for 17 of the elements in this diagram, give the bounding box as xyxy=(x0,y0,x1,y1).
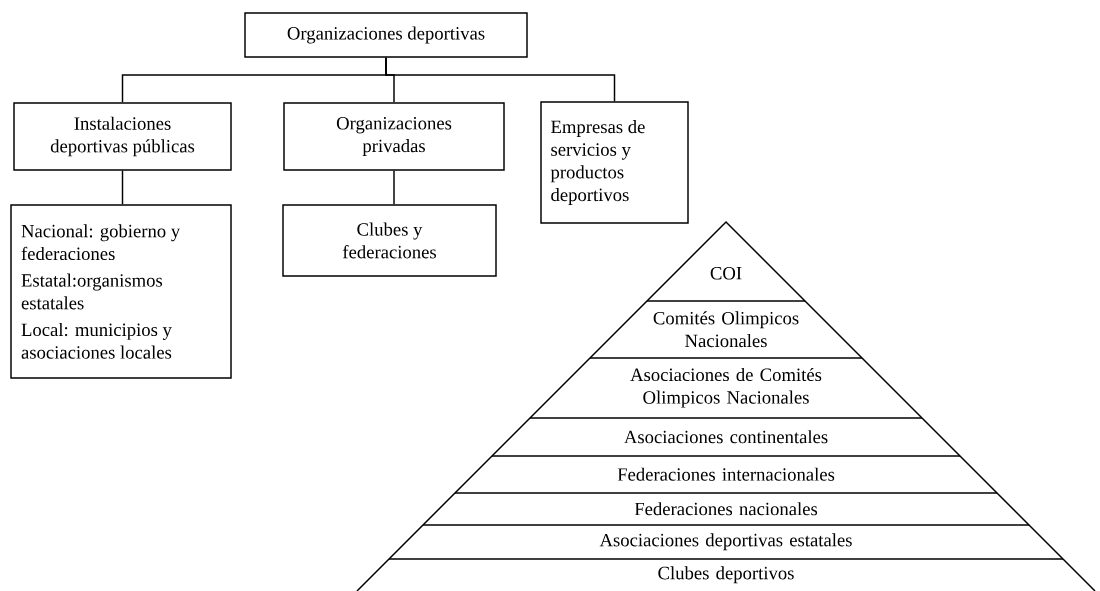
pyramid-level: Asociaciones de Comités Olimpicos Nacionales xyxy=(529,367,923,419)
org-box: Organizaciones privadas xyxy=(283,102,505,171)
pyramid-level: Federaciones nacionales xyxy=(422,502,1030,526)
connector-line xyxy=(121,170,124,205)
pyramid-level: Asociaciones continentales xyxy=(491,430,961,457)
pyramid-level: COI xyxy=(646,266,806,302)
org-box: Nacional: gobierno y federaciones Estatal:organismos estatales Local: municipios y asociaciones locales xyxy=(10,204,232,379)
org-box: Clubes y federaciones xyxy=(282,204,497,277)
org-box: Organizaciones deportivas xyxy=(244,12,528,58)
org-box: Empresas de servicios y productos deportivos xyxy=(540,101,689,224)
org-box: Instalaciones deportivas públicas xyxy=(13,102,232,171)
pyramid-level: Asociaciones deportivas estatales xyxy=(388,533,1064,560)
pyramid-level: Comités Olimpicos Nacionales xyxy=(589,311,863,359)
connector-line xyxy=(393,170,395,205)
pyramid-level: Clubes deportivos xyxy=(658,566,794,584)
pyramid-level: Federaciones internacionales xyxy=(454,467,998,494)
connector-line xyxy=(385,57,616,102)
